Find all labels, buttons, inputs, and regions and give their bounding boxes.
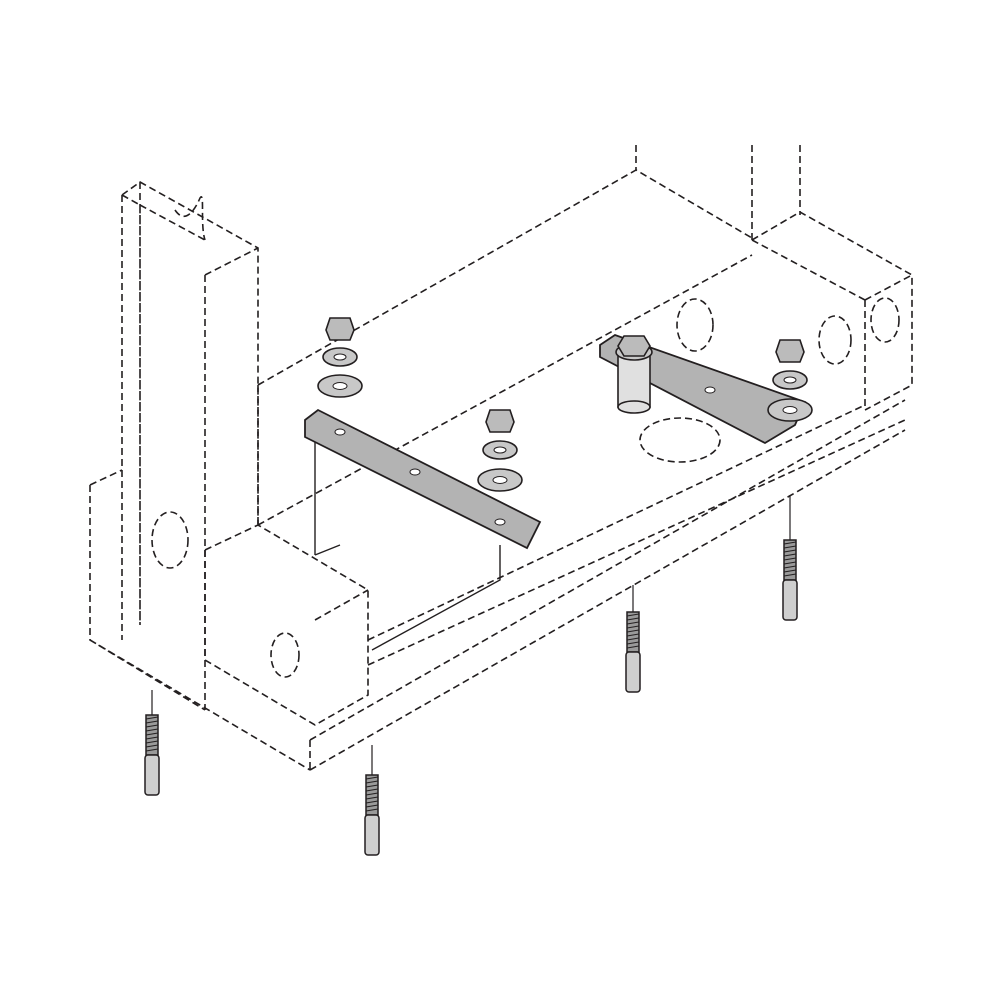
left-column-enclosure [89, 181, 311, 771]
bracket-outline [314, 435, 501, 651]
mounting-plate-right [599, 334, 807, 445]
right-column-enclosure [635, 145, 913, 411]
nut-washer-stack-3 [767, 339, 813, 422]
anchor-stud [782, 495, 798, 621]
standoff-post [615, 335, 653, 414]
mounting-plate-left [304, 408, 542, 550]
base-enclosure [151, 169, 906, 771]
anchor-stud [625, 585, 641, 693]
nut-washer-stack-1 [317, 317, 363, 398]
anchor-stud [144, 690, 160, 796]
nut-washer-stack-2 [477, 409, 523, 492]
anchor-stud [364, 745, 380, 856]
